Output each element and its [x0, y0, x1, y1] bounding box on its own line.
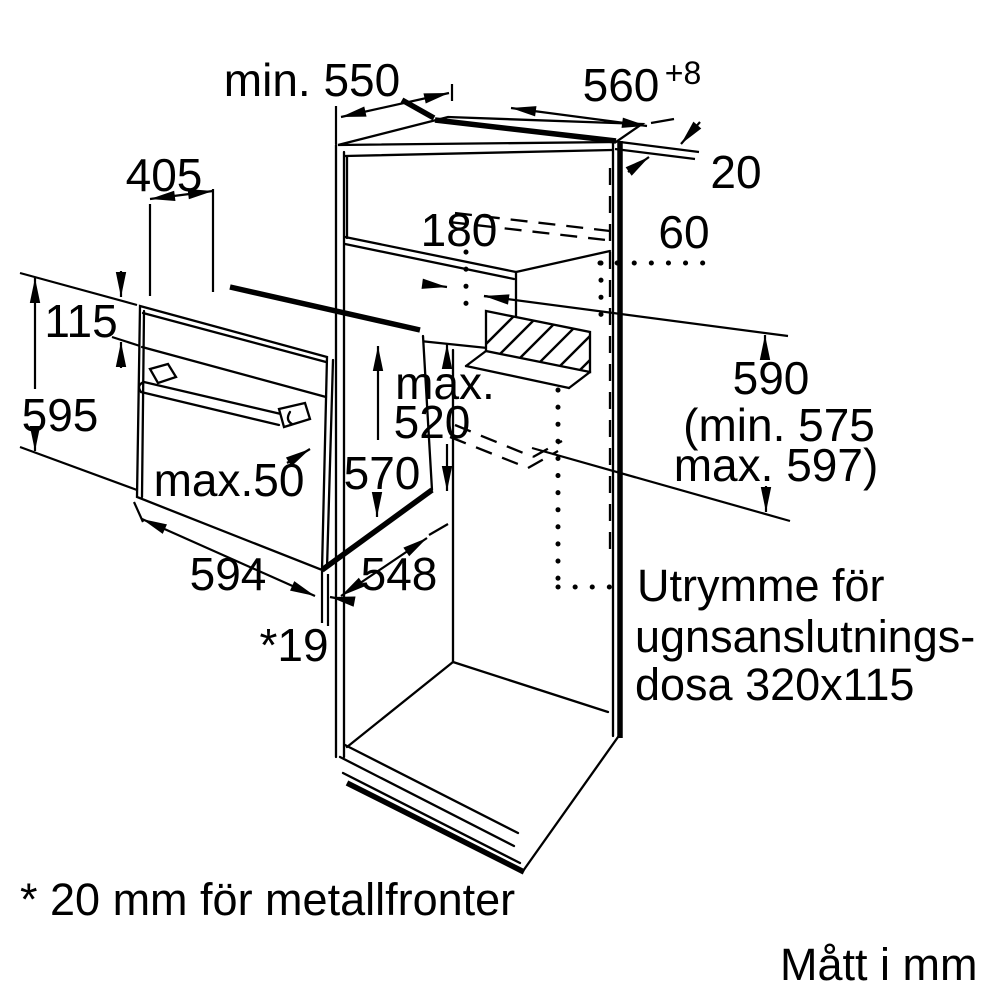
dim-cabinet-depth-label: min. 550: [224, 54, 400, 106]
dim-upper-shelf-height-label: 180: [421, 204, 498, 256]
dim-rear-clearance-label: 60: [658, 206, 709, 258]
dimension-annotations: [19, 84, 791, 626]
dim-niche-height-min-label: (min. 575: [683, 399, 875, 451]
connection-box-note-line1: Utrymme för: [637, 560, 885, 611]
connection-box-note-line2: ugnsanslutnings-: [635, 611, 975, 662]
control-panel-bottom-edge: [140, 345, 328, 399]
dim-door-overlay-label: *19: [259, 619, 328, 671]
dim-niche-width-tolerance: +8: [665, 55, 701, 91]
dim-max-prefix-label: max.: [395, 357, 495, 409]
dim-oven-width-label: 594: [190, 548, 267, 600]
dim-wall-thickness-label: 20: [710, 146, 761, 198]
dim-niche-width-label: 560: [583, 59, 660, 111]
dim-niche-depth-label: 520: [394, 396, 471, 448]
hatch-pattern: [486, 311, 590, 372]
text-annotations: Utrymme för ugnsanslutnings- dosa 320x11…: [20, 560, 978, 990]
dim-handle-protrusion-label: max.50: [154, 454, 305, 506]
dim-oven-depth-label: 570: [344, 447, 421, 499]
dim-control-panel-height-label: 115: [44, 295, 117, 347]
dim-oven-height-label: 595: [22, 389, 99, 441]
oven-door-handle: [137, 362, 312, 429]
oven-front-face: [135, 304, 329, 572]
cabinet-front-edges: [334, 140, 623, 875]
dim-niche-height-label: 590: [733, 352, 810, 404]
dim-oven-body-width-label: 548: [361, 548, 438, 600]
connection-box-hatched-area: [464, 309, 592, 390]
units-note: Mått i mm: [780, 939, 978, 990]
dimension-labels: min. 550 560 +8 405 20 60 180 115 595 ma…: [22, 54, 879, 671]
dim-oven-top-depth-label: 405: [126, 149, 203, 201]
oven-unit: [135, 284, 434, 573]
dim-niche-height-max-label: max. 597): [674, 439, 879, 491]
connection-box-note-line3: dosa 320x115: [635, 659, 914, 710]
footnote-metal-fronts: * 20 mm för metallfronter: [20, 874, 515, 925]
